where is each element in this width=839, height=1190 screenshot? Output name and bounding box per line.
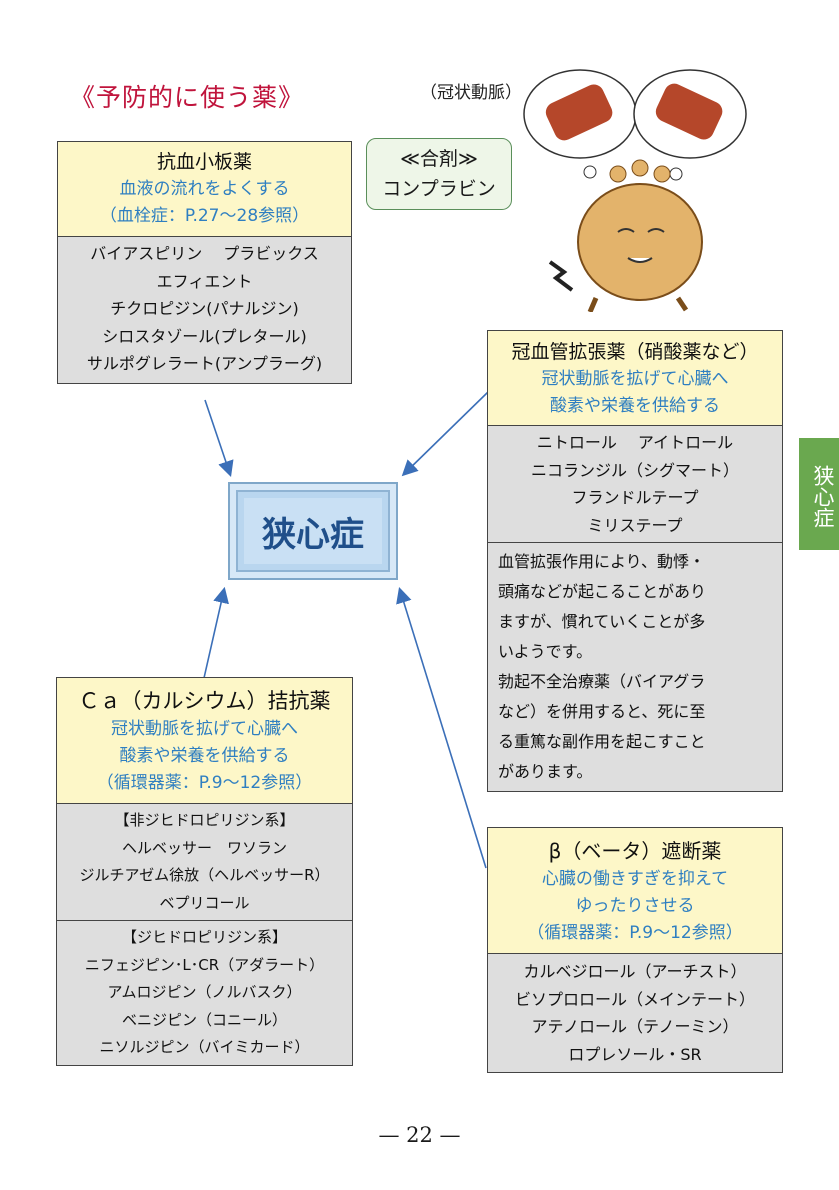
list-item: 【ジヒドロピリジン系】	[121, 928, 287, 946]
beta-blocker-desc2: ゆったりさせる	[575, 896, 695, 916]
vasodilator-box: 冠血管拡張薬（硝酸薬など） 冠状動脈を拡げて心臓へ 酸素や栄養を供給する ニトロ…	[487, 330, 783, 792]
arrow-ca	[203, 586, 229, 679]
combination-label: ≪合剤≫	[400, 148, 478, 170]
ca-antagonist-desc1: 冠状動脈を拡げて心臓へ	[111, 719, 298, 739]
list-item: ベニジピン（コニール）	[121, 1010, 287, 1029]
antiplatelet-name: 抗血小板薬	[156, 151, 252, 173]
list-item: ビソプロロール（メインテート）	[514, 989, 755, 1009]
angina-center-box: 狭心症	[228, 482, 398, 580]
note-line: 頭痛などが起こることがあり	[498, 582, 707, 601]
note-line: 勃起不全治療薬（バイアグラ	[498, 672, 706, 691]
list-item: アムロジピン（ノルバスク）	[107, 983, 302, 1001]
antiplatelet-box: 抗血小板薬 血液の流れをよくする （血栓症：P.27〜28参照） バイアスピリン…	[57, 141, 352, 384]
list-item: ベプリコール	[159, 893, 250, 912]
list-item: バイアスピリン プラビックス	[90, 244, 319, 263]
ca-antagonist-name: Ｃａ（カルシウム）拮抗薬	[78, 689, 331, 713]
vasodilator-name: 冠血管拡張薬（硝酸薬など）	[511, 341, 759, 363]
note-line: る重篤な副作用を起こすこと	[498, 732, 706, 751]
list-item: カルベジロール（アーチスト）	[523, 962, 747, 981]
combination-name: コンプラビン	[382, 178, 496, 200]
list-item: フランドルテープ	[571, 488, 699, 507]
note-line: 血管拡張作用により、動悸・	[498, 552, 706, 571]
antiplatelet-desc1: 血液の流れをよくする	[119, 179, 290, 199]
list-item: ロプレソール・SR	[568, 1044, 702, 1064]
side-effect-note: 血管拡張作用により、動悸・ 頭痛などが起こることがあり ますが、慣れていくことが…	[488, 542, 782, 791]
list-item: チクロピジン(パナルジン)	[110, 299, 299, 318]
beta-blocker-desc3: （循環器薬：P.9〜12参照）	[527, 923, 743, 943]
note-line: ますが、慣れていくことが多	[498, 612, 706, 631]
ca-antagonist-box: Ｃａ（カルシウム）拮抗薬 冠状動脈を拡げて心臓へ 酸素や栄養を供給する （循環器…	[56, 677, 353, 1066]
beta-blocker-name: β（ベータ）遮断薬	[548, 839, 722, 863]
antiplatelet-desc2: （血栓症：P.27〜28参照）	[99, 206, 310, 226]
note-line: など）を併用すると、死に至	[498, 702, 706, 721]
ca-antagonist-desc2: 酸素や栄養を供給する	[119, 746, 290, 766]
list-item: ヘルベッサー ワソラン	[121, 838, 287, 857]
combination-drug-box: ≪合剤≫ コンプラビン	[366, 138, 512, 210]
angina-label: 狭心症	[244, 498, 382, 564]
beta-blocker-box: β（ベータ）遮断薬 心臓の働きすぎを抑えて ゆったりさせる （循環器薬：P.9〜…	[487, 827, 783, 1073]
list-item: ジルチアゼム徐放（ヘルベッサーR）	[79, 866, 330, 884]
list-item: ニフェジピン･L･CR（アダラート）	[84, 955, 325, 974]
list-item: ニコランジル（シグマート）	[530, 460, 739, 480]
side-tab: 狭心症	[799, 438, 839, 550]
list-item: ニトロール アイトロール	[536, 433, 734, 452]
arrow-vasodilator	[401, 391, 489, 477]
arrow-antiplatelet	[204, 399, 234, 478]
ca-antagonist-desc3: （循環器薬：P.9〜12参照）	[96, 773, 313, 793]
page-number: — 22 —	[378, 1123, 461, 1147]
list-item: サルポグレラート(アンプラーグ)	[86, 354, 323, 373]
list-item: アテノロール（テノーミン）	[531, 1017, 739, 1036]
artery-label: （冠状動脈）	[420, 83, 522, 103]
list-item: 【非ジヒドロピリジン系】	[114, 811, 295, 829]
list-item: シロスタゾール(プレタール)	[102, 326, 307, 346]
note-line: があります。	[498, 762, 593, 781]
heart-illustration-icon	[523, 69, 747, 312]
arrow-beta	[396, 586, 487, 869]
vasodilator-desc1: 冠状動脈を拡げて心臓へ	[541, 369, 729, 389]
vasodilator-desc2: 酸素や栄養を供給する	[550, 396, 720, 416]
note-line: いようです。	[498, 642, 593, 661]
beta-blocker-desc1: 心臓の働きすぎを抑えて	[541, 869, 729, 889]
list-item: エフィエント	[156, 271, 253, 291]
list-item: ミリステープ	[587, 515, 683, 535]
page-title: 《予防的に使う薬》	[70, 83, 305, 112]
list-item: ニソルジピン（バイミカード）	[99, 1038, 310, 1056]
